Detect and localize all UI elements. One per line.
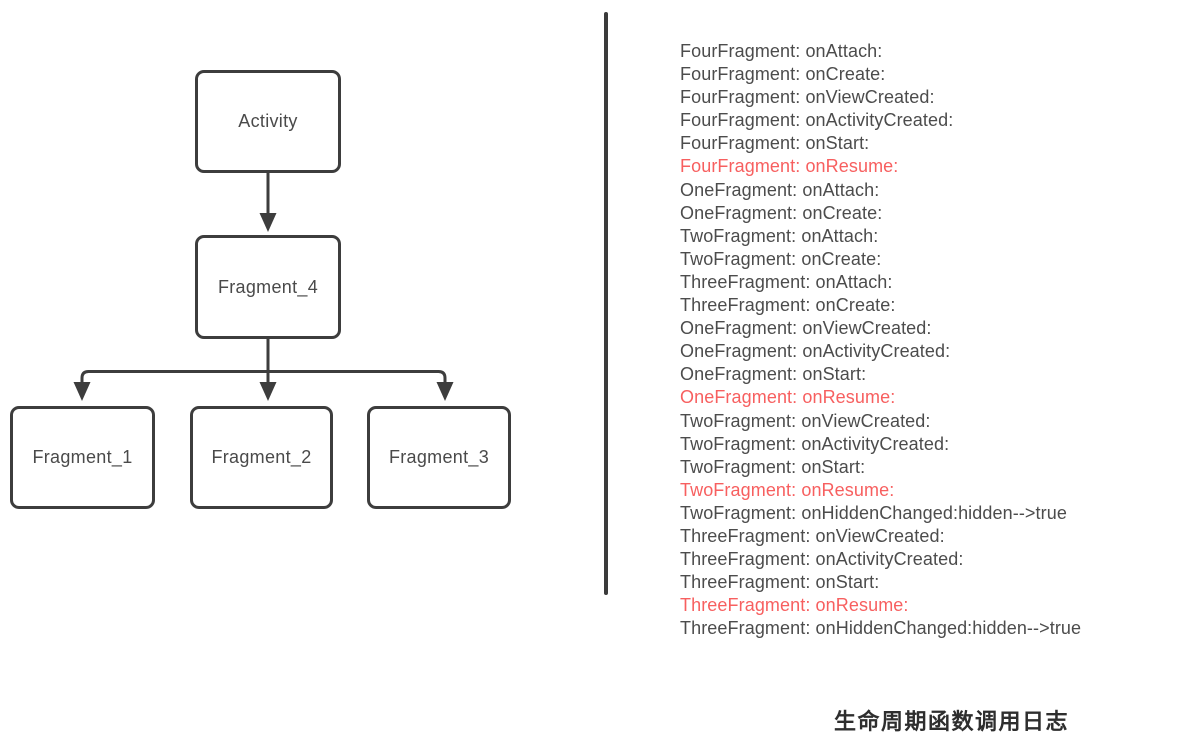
vertical-divider (604, 12, 608, 595)
node-label: Fragment_1 (32, 447, 133, 467)
log-line: ThreeFragment: onStart: (680, 572, 880, 593)
diagram-node-fragment4: Fragment_4 (195, 235, 341, 339)
log-line: ThreeFragment: onAttach: (680, 271, 893, 292)
log-line: OneFragment: onActivityCreated: (680, 341, 951, 362)
log-line: TwoFragment: onViewCreated: (680, 410, 931, 431)
log-line: TwoFragment: onAttach: (680, 225, 879, 246)
log-line: OneFragment: onCreate: (680, 202, 883, 223)
arrowhead-fragment3 (436, 382, 454, 401)
log-line: TwoFragment: onStart: (680, 456, 866, 477)
log-line: TwoFragment: onActivityCreated: (680, 433, 950, 454)
diagram-node-activity: Activity (195, 70, 341, 173)
arrowhead-fragment4 (259, 213, 277, 232)
node-label: Fragment_2 (211, 447, 312, 467)
log-line: OneFragment: onViewCreated: (680, 318, 932, 339)
log-line: ThreeFragment: onHiddenChanged:hidden-->… (680, 618, 1082, 639)
log-line: TwoFragment: onHiddenChanged:hidden-->tr… (680, 502, 1067, 523)
log-line: FourFragment: onCreate: (680, 64, 886, 85)
edge-branch-rail (80, 370, 447, 385)
lifecycle-log: FourFragment: onAttach: FourFragment: onC… (680, 40, 1180, 640)
log-line: ThreeFragment: onViewCreated: (680, 525, 945, 546)
log-line-highlighted: TwoFragment: onResume: (680, 479, 895, 500)
log-line: FourFragment: onActivityCreated: (680, 110, 954, 131)
log-line-highlighted: ThreeFragment: onResume: (680, 595, 909, 616)
log-line: TwoFragment: onCreate: (680, 248, 882, 269)
diagram-node-fragment3: Fragment_3 (367, 406, 511, 509)
log-line: OneFragment: onAttach: (680, 179, 880, 200)
log-line-highlighted: FourFragment: onResume: (680, 156, 899, 177)
node-label: Fragment_4 (217, 276, 319, 297)
arrowhead-fragment2 (259, 382, 277, 401)
diagram-connectors (73, 173, 454, 401)
node-label: Activity (238, 111, 298, 131)
log-line: ThreeFragment: onActivityCreated: (680, 549, 964, 570)
node-label: Fragment_3 (388, 447, 490, 467)
diagram-node-fragment1: Fragment_1 (10, 406, 155, 509)
diagram-node-fragment2: Fragment_2 (190, 406, 333, 509)
log-caption: 生命周期函数调用日志 (834, 709, 1070, 734)
log-line: OneFragment: onStart: (680, 364, 867, 385)
arrowhead-fragment1 (73, 382, 91, 401)
log-line: FourFragment: onStart: (680, 133, 870, 154)
log-line: ThreeFragment: onCreate: (680, 295, 896, 316)
log-line: FourFragment: onAttach: (680, 41, 883, 61)
log-line-highlighted: OneFragment: onResume: (680, 387, 896, 408)
log-line: FourFragment: onViewCreated: (680, 87, 935, 108)
